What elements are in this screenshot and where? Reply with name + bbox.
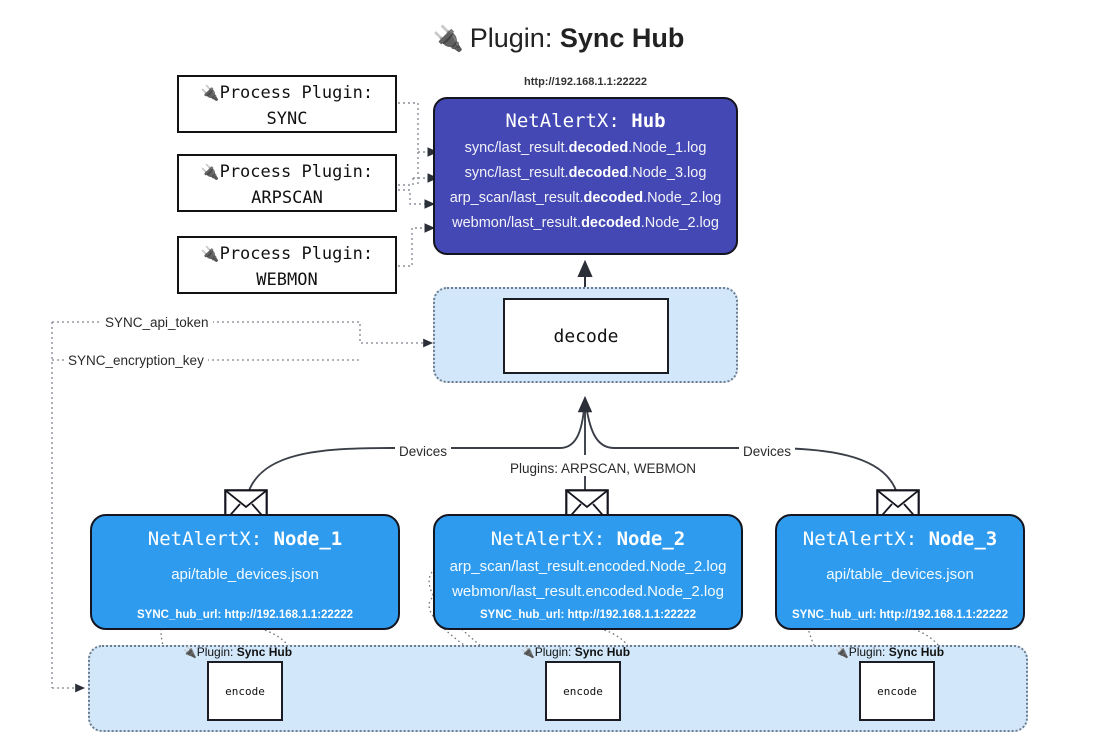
process-plugin-webmon[interactable]: 🔌Process Plugin: WEBMON [177,236,397,294]
plugin-label-prefix: Plugin: [848,645,889,659]
process-plugin-label: Process Plugin: [219,244,374,264]
node-title: NetAlertX: Node_3 [777,528,1023,550]
plugin-label-prefix: Plugin: [534,645,575,659]
log-post: .Node_2.log [643,190,722,206]
log-mid: decoded [568,165,629,181]
node-line: api/table_devices.json [826,566,974,583]
hub-title-prefix: NetAlertX: [505,110,632,132]
node-title-prefix: NetAlertX: [490,528,617,550]
page-title-name: Sync Hub [559,23,685,53]
log-mid: decoded [568,140,629,156]
log-post: .Node_2.log [640,215,719,231]
plug-icon: 🔌 [183,647,197,659]
plugin-label-node1: 🔌Plugin: Sync Hub [183,645,292,659]
plug-icon: 🔌 [521,647,535,659]
node-lines: api/table_devices.json [92,562,398,587]
node-hub-url: SYNC_hub_url: http://192.168.1.1:22222 [479,609,697,621]
node-line: webmon/last_result.encoded.Node_2.log [452,583,724,600]
node-lines: arp_scan/last_result.encoded.Node_2.log … [435,554,741,604]
process-plugin-sync[interactable]: 🔌Process Plugin: SYNC [177,75,397,133]
node-title-name: Node_3 [928,528,998,550]
log-mid: decoded [581,215,641,231]
log-post: .Node_3.log [628,165,707,181]
process-plugin-label: Process Plugin: [219,83,374,103]
node-title: NetAlertX: Node_1 [92,528,398,550]
process-plugin-arpscan[interactable]: 🔌Process Plugin: ARPSCAN [177,154,397,212]
hub-log-line: arp_scan/last_result.decoded.Node_2.log [435,186,736,211]
log-pre: arp_scan/last_result. [449,190,584,206]
hub-title-name: Hub [631,110,666,132]
plugin-label-name: Sync Hub [236,645,293,659]
node-hub-url: SYNC_hub_url: http://192.168.1.1:22222 [136,609,354,621]
label-devices-left: Devices [395,444,452,459]
label-plugins-center: Plugins: ARPSCAN, WEBMON [506,461,701,476]
log-pre: webmon/last_result. [452,215,582,231]
node-lines: api/table_devices.json [777,562,1023,587]
encode-box-node1[interactable]: encode [207,661,283,721]
node-1[interactable]: NetAlertX: Node_1 api/table_devices.json… [90,514,400,630]
hub-node[interactable]: NetAlertX: Hub sync/last_result.decoded.… [433,97,738,255]
hub-log-line: webmon/last_result.decoded.Node_2.log [435,211,736,236]
plugin-label-name: Sync Hub [574,645,631,659]
node-title-name: Node_2 [616,528,686,550]
hub-url-label: http://192.168.1.1:22222 [524,76,647,88]
hub-title: NetAlertX: Hub [435,110,736,132]
plug-icon: 🔌 [200,245,220,263]
node-2[interactable]: NetAlertX: Node_2 arp_scan/last_result.e… [433,514,743,630]
log-pre: sync/last_result. [464,140,569,156]
node-3[interactable]: NetAlertX: Node_3 api/table_devices.json… [775,514,1025,630]
plugin-label-prefix: Plugin: [196,645,237,659]
label-sync-api-token: SYNC_api_token [101,315,213,330]
encode-box-node2[interactable]: encode [545,661,621,721]
log-pre: sync/last_result. [464,165,569,181]
hub-log-line: sync/last_result.decoded.Node_1.log [435,136,736,161]
node-hub-url: SYNC_hub_url: http://192.168.1.1:22222 [791,609,1009,621]
hub-log-lines: sync/last_result.decoded.Node_1.log sync… [435,136,736,236]
label-sync-encryption-key: SYNC_encryption_key [64,353,208,368]
plug-icon: 🔌 [200,84,220,102]
page-title: 🔌Plugin: Sync Hub [0,16,1117,61]
page-title-prefix: Plugin: [469,23,560,53]
plug-icon: 🔌 [200,163,220,181]
node-title-prefix: NetAlertX: [802,528,929,550]
node-line: arp_scan/last_result.encoded.Node_2.log [449,558,727,575]
process-plugin-name: SYNC [266,109,308,129]
encode-box-node3[interactable]: encode [859,661,935,721]
plugin-label-node2: 🔌Plugin: Sync Hub [521,645,630,659]
hub-log-line: sync/last_result.decoded.Node_3.log [435,161,736,186]
node-title-prefix: NetAlertX: [147,528,274,550]
plugin-label-node3: 🔌Plugin: Sync Hub [835,645,944,659]
node-line: api/table_devices.json [171,566,319,583]
log-post: .Node_1.log [628,140,707,156]
log-mid: decoded [583,190,644,206]
plugin-label-name: Sync Hub [888,645,945,659]
node-title-name: Node_1 [273,528,343,550]
decode-box[interactable]: decode [503,298,669,374]
node-title: NetAlertX: Node_2 [435,528,741,550]
plug-icon: 🔌 [432,25,464,53]
process-plugin-name: ARPSCAN [251,188,323,208]
plug-icon: 🔌 [835,647,849,659]
process-plugin-name: WEBMON [256,270,318,290]
label-devices-right: Devices [739,444,796,459]
process-plugin-label: Process Plugin: [219,162,374,182]
